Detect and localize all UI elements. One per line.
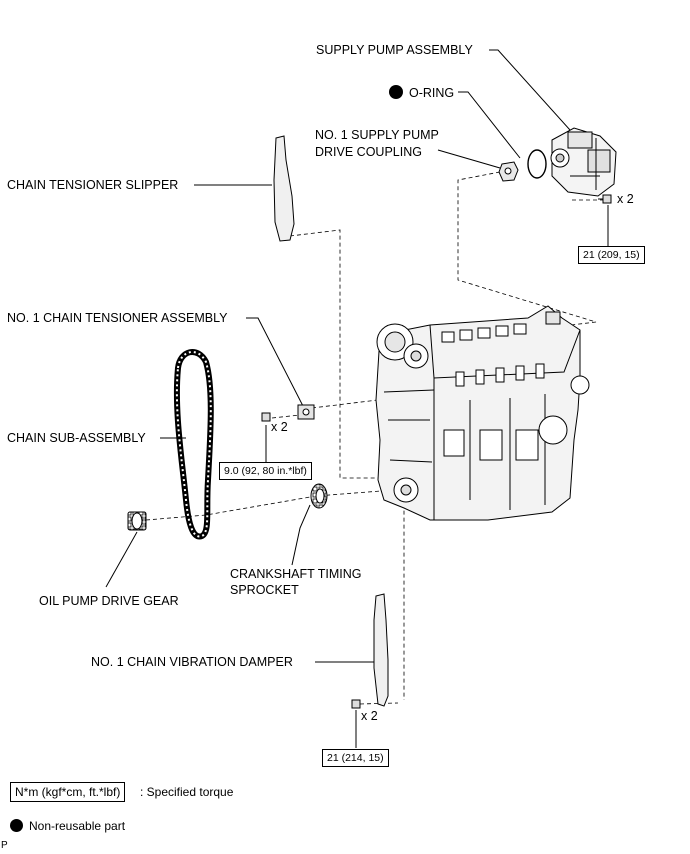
corner-mark: P [1, 840, 8, 851]
chain-sub-assembly-label: CHAIN SUB-ASSEMBLY [7, 431, 146, 445]
drive-coupling-label-line1: NO. 1 SUPPLY PUMP [315, 128, 439, 142]
chain-tensioner-assembly-label: NO. 1 CHAIN TENSIONER ASSEMBLY [7, 311, 228, 325]
o-ring-callout: O-RING [389, 85, 454, 101]
tensioner-bolt-quantity: x 2 [271, 420, 288, 434]
pump-bolt-part [598, 194, 612, 204]
legend-nonreusable: Non-reusable part [10, 818, 125, 834]
pump-bolt-quantity: x 2 [617, 192, 634, 206]
non-reusable-dot-icon [389, 85, 403, 99]
chain-tensioner-assembly-part [297, 404, 315, 420]
legend-nonreusable-text: Non-reusable part [29, 819, 126, 833]
crankshaft-sprocket-part [310, 483, 328, 509]
crankshaft-sprocket-label-line1: CRANKSHAFT TIMING [230, 567, 362, 581]
oil-pump-drive-gear-part [127, 511, 147, 531]
o-ring-label: O-RING [409, 86, 455, 100]
chain-vibration-damper-label: NO. 1 CHAIN VIBRATION DAMPER [91, 655, 293, 669]
legend-torque-box: N*m (kgf*cm, ft.*lbf) [10, 782, 126, 802]
crankshaft-sprocket-label-line2: SPROCKET [230, 583, 299, 597]
oil-pump-drive-gear-label: OIL PUMP DRIVE GEAR [39, 594, 179, 608]
chain-vibration-damper-part [373, 593, 389, 707]
engine-block-part [375, 305, 590, 521]
damper-bolt-part [351, 699, 361, 709]
tensioner-bolt-part [261, 412, 271, 422]
drive-coupling-part [498, 161, 519, 182]
tensioner-bolt-torque-box: 9.0 (92, 80 in.*lbf) [219, 462, 312, 480]
chain-tensioner-slipper-part [273, 135, 295, 242]
legend-dot-icon [10, 819, 23, 832]
chain-tensioner-slipper-label: CHAIN TENSIONER SLIPPER [7, 178, 179, 192]
supply-pump-assembly-label: SUPPLY PUMP ASSEMBLY [316, 43, 473, 57]
damper-bolt-torque-box: 21 (214, 15) [322, 749, 389, 767]
o-ring-part [527, 149, 547, 179]
damper-bolt-quantity: x 2 [361, 709, 378, 723]
pump-bolt-torque-box: 21 (209, 15) [578, 246, 645, 264]
leader-lines [105, 49, 609, 748]
drive-coupling-label-line2: DRIVE COUPLING [315, 145, 422, 159]
legend-torque-text: : Specified torque [140, 785, 234, 799]
chain-sub-assembly-part [173, 349, 214, 540]
supply-pump-assembly-part [550, 127, 617, 197]
